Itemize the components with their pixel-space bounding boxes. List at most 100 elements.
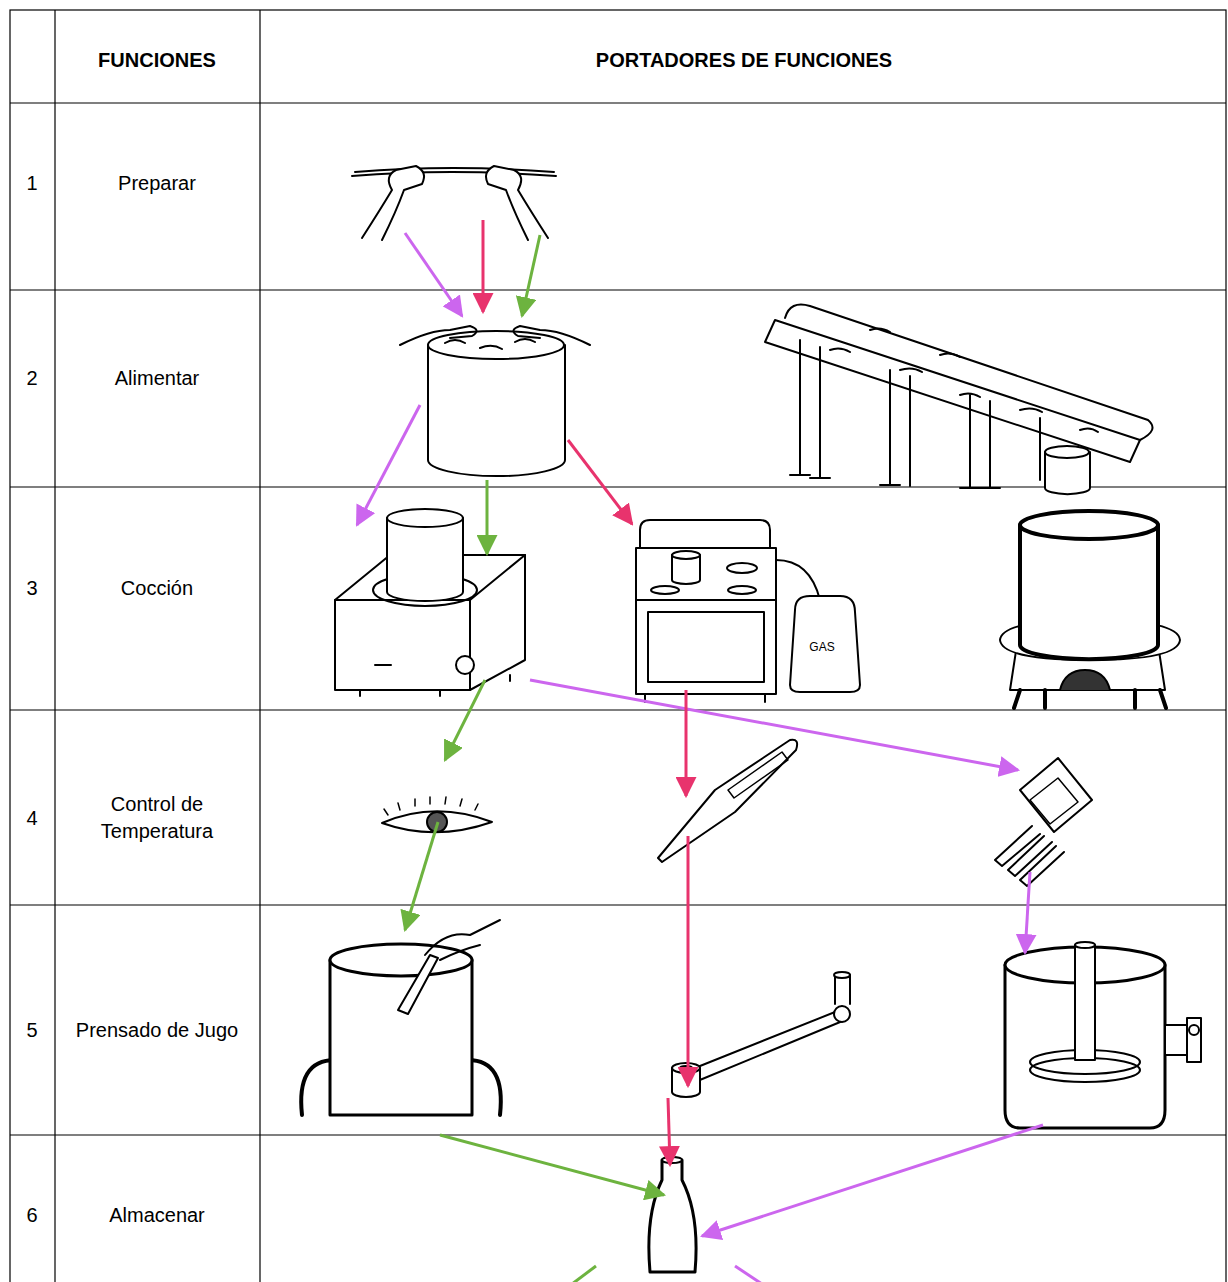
flow-arrow	[357, 405, 420, 525]
feeding-pot	[400, 326, 477, 345]
wood-stove-pot	[1060, 670, 1110, 690]
manual-press-pot	[330, 944, 472, 976]
gas-stove	[728, 586, 756, 594]
hands-rolling-pin	[352, 166, 556, 240]
electric-hotplate	[456, 656, 474, 674]
flow-arrow	[1025, 872, 1030, 953]
drying-trough	[765, 320, 1140, 462]
flow-arrow	[702, 1125, 1043, 1236]
flow-arrow	[687, 836, 690, 1086]
drying-trough	[830, 328, 1098, 432]
table-grid	[10, 102, 1226, 103]
lever-press	[834, 1006, 850, 1022]
drying-trough	[785, 305, 1153, 441]
lever-press	[672, 1063, 700, 1073]
table-grid	[10, 289, 1226, 290]
table-grid	[259, 10, 260, 1282]
hands-rolling-pin	[352, 172, 556, 176]
wood-stove-pot	[1014, 690, 1166, 708]
manual-press-pot	[330, 960, 472, 1115]
hands-rolling-pin	[486, 166, 548, 240]
eye-symbol	[384, 797, 478, 815]
electric-hotplate	[335, 509, 525, 696]
flow-arrow	[568, 440, 632, 524]
table-grid	[10, 904, 1226, 905]
drying-trough	[790, 475, 1000, 488]
column-header: PORTADORES DE FUNCIONES	[444, 47, 1044, 74]
temperature-sensor	[1030, 778, 1078, 824]
temperature-sensor	[1020, 758, 1092, 832]
flow-arrow	[735, 1266, 762, 1282]
wood-stove-pot	[1000, 511, 1180, 708]
electric-hotplate	[387, 518, 463, 601]
motor-juicer	[1187, 1018, 1201, 1062]
electric-hotplate	[375, 664, 391, 666]
motor-juicer	[1165, 1025, 1187, 1055]
function-name: Control de Temperatura	[72, 791, 242, 845]
row-number: 5	[12, 1017, 52, 1044]
hands-rolling-pin	[355, 168, 554, 172]
feeding-pot	[428, 331, 564, 359]
digital-thermometer	[658, 740, 797, 862]
function-name: Preparar	[62, 170, 252, 197]
drying-trough	[800, 340, 1040, 488]
manual-press-pot	[301, 920, 501, 1115]
drying-trough	[1045, 446, 1089, 458]
column-header: FUNCIONES	[62, 47, 252, 74]
gas-stove	[640, 520, 770, 548]
gas-stove	[645, 694, 765, 702]
gas-stove	[636, 548, 776, 694]
electric-hotplate	[360, 675, 510, 696]
row-number: 3	[12, 575, 52, 602]
table-grid	[10, 709, 1226, 710]
flow-arrow	[685, 690, 688, 796]
table-grid	[10, 10, 1226, 1282]
gas-stove	[790, 596, 860, 692]
gas-stove	[636, 599, 776, 601]
gas-stove	[672, 551, 700, 559]
gas-stove	[651, 586, 679, 594]
morphological-matrix	[301, 166, 1201, 1272]
arrow-layer	[357, 220, 1043, 1282]
flow-arrow	[530, 680, 1018, 770]
flow-arrow	[668, 1098, 670, 1165]
gas-stove	[636, 520, 860, 702]
feeding-pot	[428, 345, 565, 476]
flow-arrow	[445, 680, 485, 760]
digital-thermometer	[658, 740, 797, 862]
wood-stove-pot	[1020, 511, 1158, 539]
table-grid	[10, 1134, 1226, 1135]
gas-stove	[727, 563, 757, 573]
lever-press	[834, 972, 850, 978]
flow-arrow	[522, 235, 540, 316]
row-number: 4	[12, 805, 52, 832]
digital-thermometer	[728, 752, 788, 798]
function-name: Almacenar	[62, 1202, 252, 1229]
bottle	[649, 1160, 696, 1272]
lever-press	[690, 1010, 845, 1082]
gas-stove	[776, 560, 820, 600]
row-number: 2	[12, 365, 52, 392]
hands-rolling-pin	[362, 166, 424, 240]
flow-arrow	[482, 220, 485, 312]
feeding-pot	[400, 326, 590, 476]
motor-juicer	[1075, 945, 1095, 1060]
flow-arrow	[486, 480, 489, 554]
gas-stove	[648, 612, 764, 682]
motor-juicer	[1005, 942, 1201, 1128]
feeding-pot	[513, 326, 590, 345]
drying-trough	[765, 305, 1153, 495]
wood-stove-pot	[1020, 525, 1158, 659]
row-number: 6	[12, 1202, 52, 1229]
row-number: 1	[12, 170, 52, 197]
motor-juicer	[1075, 942, 1095, 948]
function-name: Alimentar	[62, 365, 252, 392]
lever-press	[672, 972, 850, 1097]
table-grid	[10, 10, 1226, 1282]
tank-label: GAS	[797, 639, 847, 655]
bottle	[649, 1157, 696, 1272]
flow-arrow	[405, 822, 438, 930]
feeding-pot	[445, 339, 535, 349]
function-name: Prensado de Jugo	[72, 1017, 242, 1044]
